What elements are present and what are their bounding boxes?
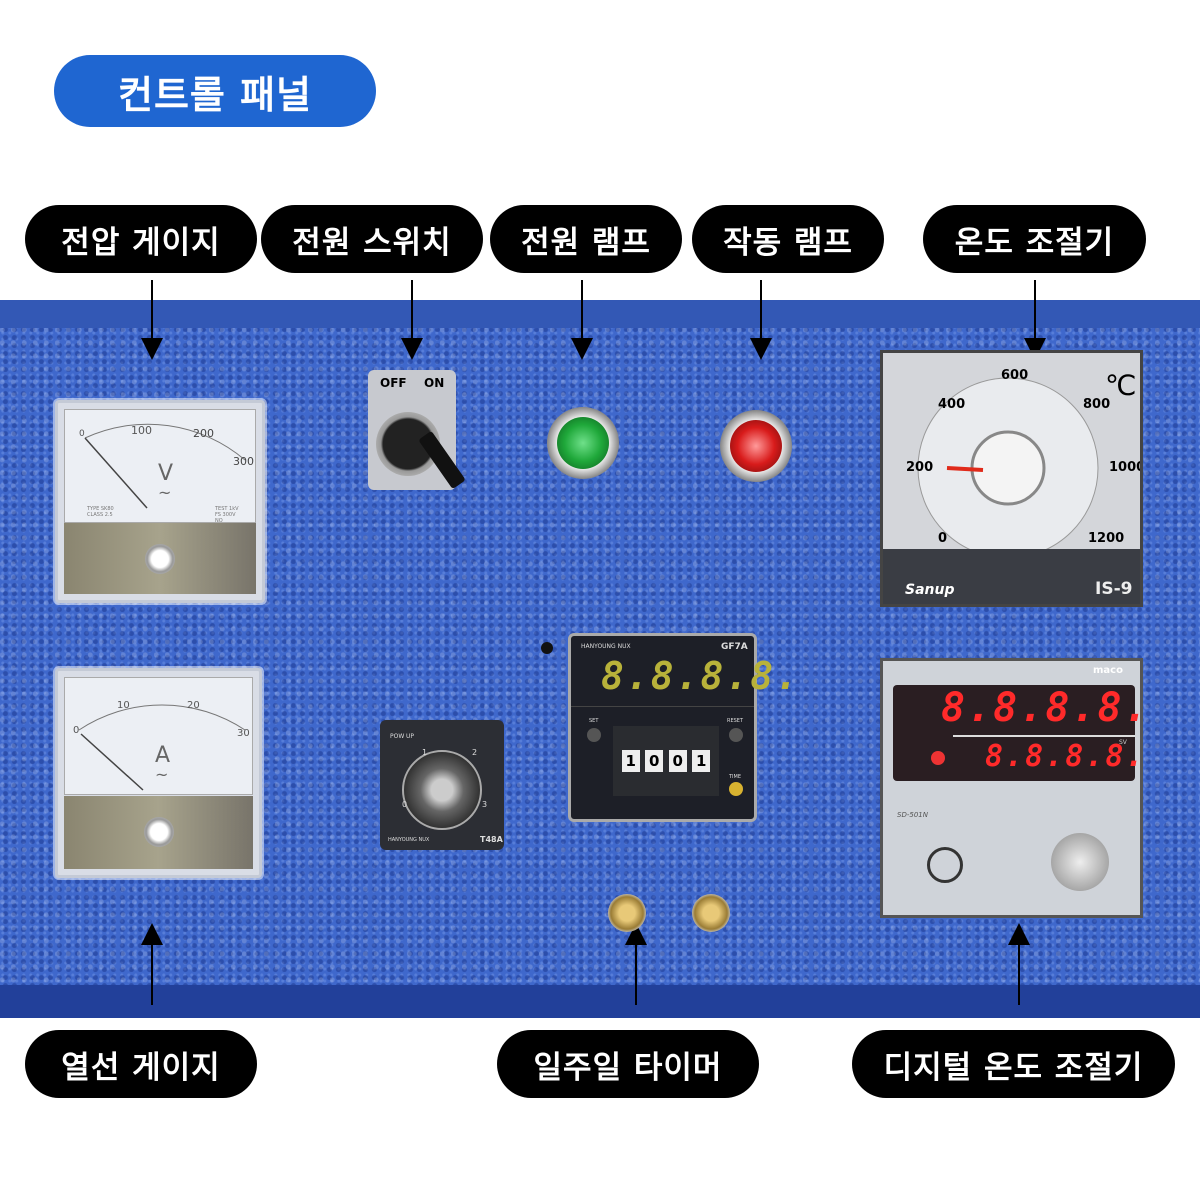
tick-label: 0: [79, 429, 85, 439]
thumbwheel-digit[interactable]: 1: [621, 750, 640, 772]
model-label: IS-9: [1095, 579, 1132, 599]
label-temp-controller: 온도 조절기: [923, 205, 1146, 273]
svg-text:~: ~: [158, 483, 171, 502]
label-operation-lamp: 작동 램프: [692, 205, 884, 273]
svg-text:30: 30: [237, 728, 250, 739]
sv-display: 8.8.8.8.: [985, 739, 1146, 774]
svg-text:200: 200: [906, 460, 933, 475]
switch-off-label: OFF: [380, 376, 407, 390]
logo-icon: [931, 751, 945, 765]
heater-gauge: 0 10 20 30 A ~: [55, 668, 262, 878]
svg-text:FS 300V: FS 300V: [215, 512, 236, 518]
arrow-up-icon: [625, 923, 647, 1005]
operation-lamp: [720, 410, 792, 482]
arrow-down-icon: [571, 280, 593, 360]
tick-label: 300: [233, 455, 254, 468]
arrow-down-icon: [141, 280, 163, 360]
svg-text:0: 0: [73, 725, 79, 736]
panel-hole: [541, 642, 553, 654]
unit-label: A: [155, 743, 170, 768]
brand-logo: Sanup: [905, 582, 955, 598]
thumbwheel-digit[interactable]: 0: [668, 750, 687, 772]
zero-adjust-screw[interactable]: [143, 817, 174, 848]
label-heater-gauge: 열선 게이지: [25, 1030, 257, 1098]
brand-logo: maco: [1093, 665, 1123, 676]
label-voltage-gauge: 전압 게이지: [25, 205, 257, 273]
tick-label: 200: [193, 427, 214, 440]
svg-text:0: 0: [938, 531, 947, 546]
arrow-up-icon: [141, 923, 163, 1005]
power-lamp: [547, 407, 619, 479]
time-knob[interactable]: [729, 782, 743, 796]
weekly-timer: POW UP 1 2 0 3 HANYOUNG NUX T48A: [380, 720, 504, 850]
page-title: 컨트롤 패널: [54, 55, 376, 127]
svg-text:1200: 1200: [1088, 531, 1124, 546]
thumbwheel-digit[interactable]: 1: [692, 750, 711, 772]
svg-text:10: 10: [117, 700, 130, 711]
svg-text:NO: NO: [215, 518, 223, 524]
label-power-lamp: 전원 램프: [490, 205, 682, 273]
screw-icon: [608, 894, 646, 932]
svg-text:TEST 1kV: TEST 1kV: [214, 506, 239, 512]
arrow-up-icon: [1008, 923, 1030, 1005]
set-dial[interactable]: [973, 433, 1045, 505]
timer-dial[interactable]: [402, 750, 482, 830]
svg-text:400: 400: [938, 397, 965, 412]
counter-display: 8.8.8.8.: [601, 654, 801, 698]
screw-icon: [692, 894, 730, 932]
arrow-down-icon: [401, 280, 423, 360]
panel-bottom-edge: [0, 985, 1200, 1018]
digital-temp-controller: maco 8.8.8.8. 8.8.8.8. SV SD-501N: [880, 658, 1148, 918]
svg-text:TYPE SK80: TYPE SK80: [86, 506, 114, 512]
counter-gf7a: HANYOUNG NUX GF7A 8.8.8.8. SET RESET 1 0…: [568, 633, 798, 822]
tick-label: 100: [131, 424, 152, 437]
panel-top-edge: [0, 300, 1200, 328]
power-switch[interactable]: OFF ON: [368, 370, 466, 490]
celsius-unit: ℃: [1105, 369, 1136, 402]
arrow-down-icon: [750, 280, 772, 360]
label-digital-temp-controller: 디지털 온도 조절기: [852, 1030, 1175, 1098]
thumbwheel-digit[interactable]: 0: [645, 750, 664, 772]
svg-text:600: 600: [1001, 368, 1028, 383]
svg-text:20: 20: [187, 700, 200, 711]
set-knob[interactable]: [1051, 833, 1109, 891]
thumbwheel-switches[interactable]: 1 0 0 1: [613, 726, 719, 796]
svg-text:~: ~: [155, 765, 168, 784]
arrow-down-icon: [1024, 280, 1046, 360]
label-power-switch: 전원 스위치: [261, 205, 483, 273]
label-weekly-timer: 일주일 타이머: [497, 1030, 759, 1098]
voltage-gauge: 0 100 200 300 V ~ TYPE SK80 CLASS 2.5 TE…: [55, 400, 265, 603]
svg-text:800: 800: [1083, 397, 1110, 412]
pv-display: 8.8.8.8.: [941, 685, 1150, 731]
svg-text:CLASS 2.5: CLASS 2.5: [87, 512, 113, 518]
model-label: SD-501N: [897, 811, 928, 819]
switch-on-label: ON: [424, 376, 445, 390]
mode-button[interactable]: [927, 847, 963, 883]
reset-button[interactable]: [729, 728, 743, 742]
zero-adjust-screw[interactable]: [145, 543, 175, 574]
set-button[interactable]: [587, 728, 601, 742]
unit-label: V: [158, 461, 173, 486]
